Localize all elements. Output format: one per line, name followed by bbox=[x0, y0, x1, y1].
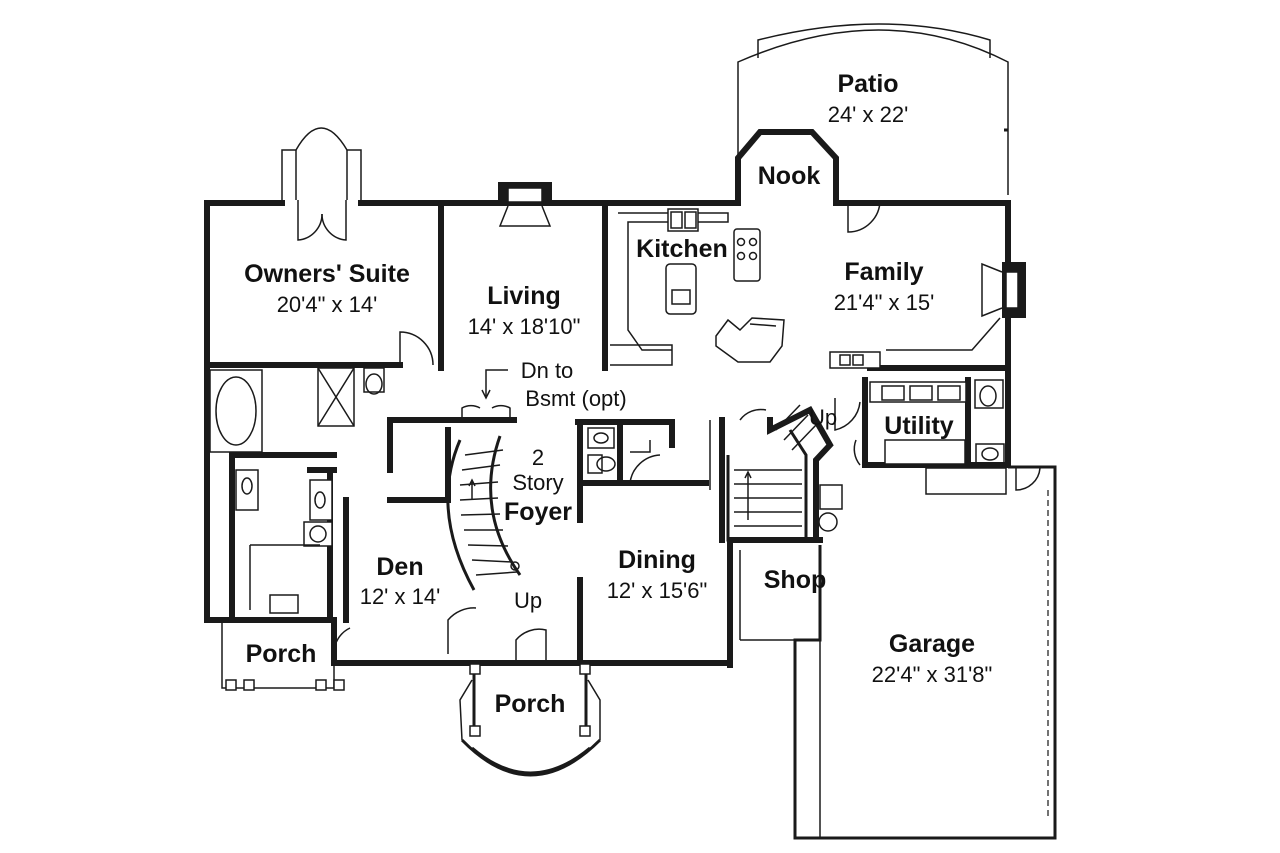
family-size: 21'4" x 15' bbox=[834, 290, 935, 315]
family-details bbox=[829, 199, 1001, 369]
interior-walls bbox=[204, 200, 1011, 666]
stair-down-note: Dn to Bsmt (opt) bbox=[521, 358, 627, 411]
patio-size: 24' x 22' bbox=[828, 102, 909, 127]
patio-name: Patio bbox=[837, 70, 898, 98]
room-label-family: Family 21'4" x 15' bbox=[834, 258, 935, 315]
garage-size: 22'4" x 31'8" bbox=[872, 662, 993, 687]
room-label-owners-suite: Owners' Suite 20'4" x 14' bbox=[244, 260, 410, 317]
side-porch-name: Porch bbox=[246, 640, 317, 668]
utility-name: Utility bbox=[884, 412, 954, 440]
room-label-den: Den 12' x 14' bbox=[360, 553, 441, 609]
curved-stair bbox=[446, 435, 522, 591]
dining-name: Dining bbox=[618, 546, 696, 574]
room-label-garage: Garage 22'4" x 31'8" bbox=[872, 630, 993, 687]
owners-suite-size: 20'4" x 14' bbox=[277, 292, 378, 317]
stair-down-line1: Dn to bbox=[521, 358, 574, 383]
stair-down-line2: Bsmt (opt) bbox=[525, 386, 626, 411]
garage-details bbox=[739, 467, 1049, 838]
stair-up-foyer: Up bbox=[514, 588, 542, 613]
kitchen-name: Kitchen bbox=[636, 235, 728, 263]
powder-room-fixtures bbox=[587, 427, 661, 484]
nook-name: Nook bbox=[758, 162, 821, 190]
owners-bath-fixtures bbox=[209, 367, 385, 614]
foyer-line2: Story bbox=[512, 470, 563, 495]
room-label-foyer: 2 Story Foyer bbox=[504, 445, 572, 526]
living-size: 14' x 18'10" bbox=[468, 314, 581, 339]
family-name: Family bbox=[844, 258, 923, 286]
living-name: Living bbox=[487, 282, 561, 310]
family-fireplace bbox=[981, 262, 1026, 318]
room-label-living: Living 14' x 18'10" bbox=[468, 282, 581, 339]
dining-size: 12' x 15'6" bbox=[607, 578, 708, 603]
side-porch bbox=[221, 621, 351, 691]
foyer-name: Foyer bbox=[504, 498, 572, 526]
kitchen-fixtures bbox=[610, 208, 785, 366]
den-name: Den bbox=[376, 553, 423, 581]
garage-name: Garage bbox=[889, 630, 975, 658]
owners-suite-name: Owners' Suite bbox=[244, 260, 410, 288]
den-size: 12' x 14' bbox=[360, 584, 441, 609]
stair-up-utility: Up bbox=[809, 405, 837, 430]
front-porch bbox=[447, 607, 602, 777]
owners-bay-window bbox=[281, 127, 362, 241]
basement-arrow bbox=[461, 369, 511, 420]
room-label-dining: Dining 12' x 15'6" bbox=[607, 546, 708, 603]
foyer-line1: 2 bbox=[532, 445, 544, 470]
utility-details bbox=[834, 379, 1005, 466]
front-porch-name: Porch bbox=[495, 690, 566, 718]
living-fireplace bbox=[498, 182, 552, 227]
patio-outline bbox=[737, 23, 1009, 195]
room-label-patio: Patio 24' x 22' bbox=[828, 70, 909, 127]
shop-name: Shop bbox=[764, 566, 827, 594]
utility-stair bbox=[709, 404, 817, 542]
